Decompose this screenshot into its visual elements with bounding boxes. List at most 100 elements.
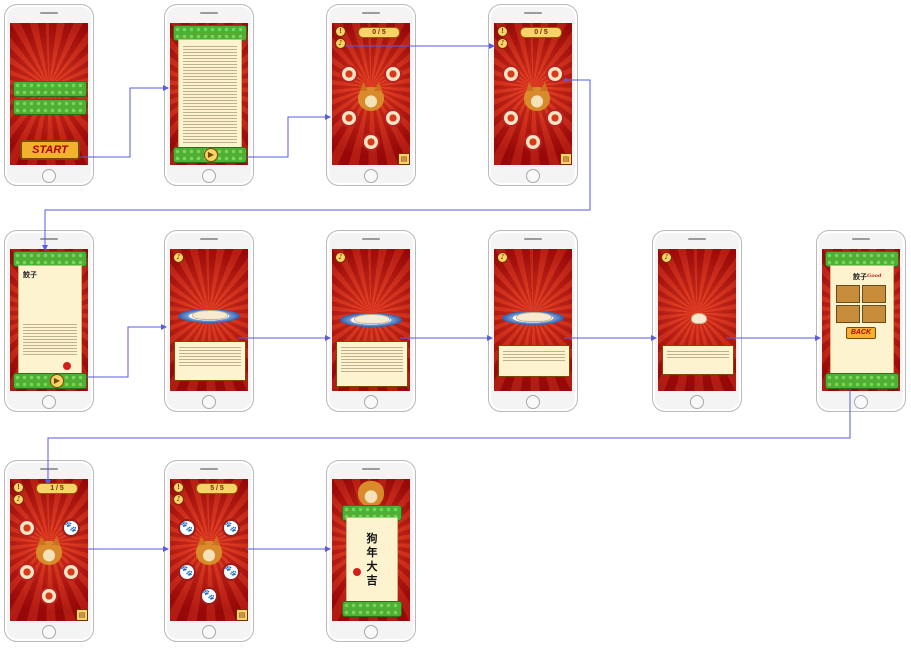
final-paper: 狗 年 大 吉	[346, 517, 398, 603]
screen-story-1: ♪	[170, 249, 248, 391]
intro-text-lines	[183, 44, 237, 144]
screen-quiz-done: ! ♪ 5 / 5 🐾 🐾 🐾 🐾 🐾 ▤	[170, 479, 248, 621]
food-plate-selected[interactable]	[546, 65, 564, 83]
tray-icon[interactable]: ▤	[76, 609, 88, 621]
scroll-top	[13, 81, 87, 97]
phone-quiz-start: ! ♪ 0 / 5 ▤	[326, 4, 416, 186]
story-textbox	[498, 345, 570, 377]
tray-icon[interactable]: ▤	[236, 609, 248, 621]
speaker	[362, 12, 380, 14]
phone-story-2: ♪	[326, 230, 416, 412]
food-plate[interactable]	[40, 587, 58, 605]
intro-paper	[178, 39, 242, 149]
scroll-bottom	[825, 373, 899, 389]
screen-quiz-hover: ! ♪ 0 / 5 ▤	[494, 23, 572, 165]
paw-plate: 🐾	[178, 519, 196, 537]
dumpling-plate	[502, 311, 564, 325]
food-plate[interactable]	[340, 109, 358, 127]
food-plate[interactable]	[546, 109, 564, 127]
phone-final: 狗 年 大 吉	[326, 460, 416, 642]
speaker	[40, 12, 58, 14]
screen-final: 狗 年 大 吉	[332, 479, 410, 621]
screen-detail: 餃子 ▶	[10, 249, 88, 391]
music-icon[interactable]: ♪	[497, 252, 508, 263]
score-counter: 0 / 5	[358, 27, 400, 38]
info-icon[interactable]: !	[13, 482, 24, 493]
phone-intro-scroll: ▶	[164, 4, 254, 186]
home-button[interactable]	[364, 169, 378, 183]
food-plate[interactable]	[18, 519, 36, 537]
paw-plate: 🐾	[62, 519, 80, 537]
home-button[interactable]	[854, 395, 868, 409]
speaker	[524, 238, 542, 240]
home-button[interactable]	[42, 625, 56, 639]
music-icon[interactable]: ♪	[497, 38, 508, 49]
play-icon[interactable]: ▶	[204, 148, 218, 162]
food-plate[interactable]	[502, 109, 520, 127]
food-photo	[836, 285, 860, 303]
music-icon[interactable]: ♪	[661, 252, 672, 263]
tray-icon[interactable]: ▤	[398, 153, 410, 165]
food-plate[interactable]	[62, 563, 80, 581]
back-button[interactable]: BACK	[846, 327, 876, 339]
food-plate[interactable]	[384, 109, 402, 127]
home-button[interactable]	[526, 395, 540, 409]
seal-stamp	[353, 568, 361, 576]
speaker	[362, 238, 380, 240]
score-counter: 5 / 5	[196, 483, 238, 494]
home-button[interactable]	[202, 395, 216, 409]
speaker	[688, 238, 706, 240]
food-plate[interactable]	[340, 65, 358, 83]
screen-quiz: ! ♪ 0 / 5 ▤	[332, 23, 410, 165]
speaker	[200, 12, 218, 14]
story-text-lines	[667, 349, 729, 360]
scroll-bottom	[342, 601, 402, 617]
paw-plate: 🐾	[222, 519, 240, 537]
info-icon[interactable]: !	[497, 26, 508, 37]
screen-story-3: ♪	[494, 249, 572, 391]
food-plate[interactable]	[384, 65, 402, 83]
scroll-bottom	[13, 99, 87, 115]
food-photo	[862, 285, 886, 303]
story-textbox	[336, 341, 408, 387]
tray-icon[interactable]: ▤	[560, 153, 572, 165]
food-plate[interactable]	[18, 563, 36, 581]
food-plate[interactable]	[362, 133, 380, 151]
home-button[interactable]	[526, 169, 540, 183]
home-button[interactable]	[364, 625, 378, 639]
home-button[interactable]	[690, 395, 704, 409]
music-icon[interactable]: ♪	[173, 252, 184, 263]
home-button[interactable]	[202, 625, 216, 639]
home-button[interactable]	[202, 169, 216, 183]
home-button[interactable]	[42, 395, 56, 409]
start-button[interactable]: START	[20, 140, 80, 160]
paw-plate: 🐾	[178, 563, 196, 581]
music-icon[interactable]: ♪	[335, 252, 346, 263]
seal-stamp	[63, 362, 71, 370]
phone-start: START	[4, 4, 94, 186]
music-icon[interactable]: ♪	[335, 38, 346, 49]
music-icon[interactable]: ♪	[13, 494, 24, 505]
story-textbox	[174, 341, 246, 381]
food-plate[interactable]	[502, 65, 520, 83]
info-icon[interactable]: !	[335, 26, 346, 37]
paw-plate: 🐾	[222, 563, 240, 581]
speaker	[40, 468, 58, 470]
music-icon[interactable]: ♪	[173, 494, 184, 505]
phone-quiz-hover: ! ♪ 0 / 5 ▤	[488, 4, 578, 186]
speaker	[852, 238, 870, 240]
screen-start: START	[10, 23, 88, 165]
speaker	[200, 238, 218, 240]
story-text-lines	[341, 345, 403, 372]
recipe-title: 餃子	[853, 272, 867, 281]
play-icon[interactable]: ▶	[50, 374, 64, 388]
food-plate[interactable]	[524, 133, 542, 151]
info-icon[interactable]: !	[173, 482, 184, 493]
phone-quiz-progress: ! ♪ 1 / 5 🐾 ▤	[4, 460, 94, 642]
home-button[interactable]	[364, 395, 378, 409]
home-button[interactable]	[42, 169, 56, 183]
speaker	[524, 12, 542, 14]
screen-intro: ▶	[170, 23, 248, 165]
detail-paper: 餃子	[18, 265, 82, 375]
phone-story-1: ♪	[164, 230, 254, 412]
